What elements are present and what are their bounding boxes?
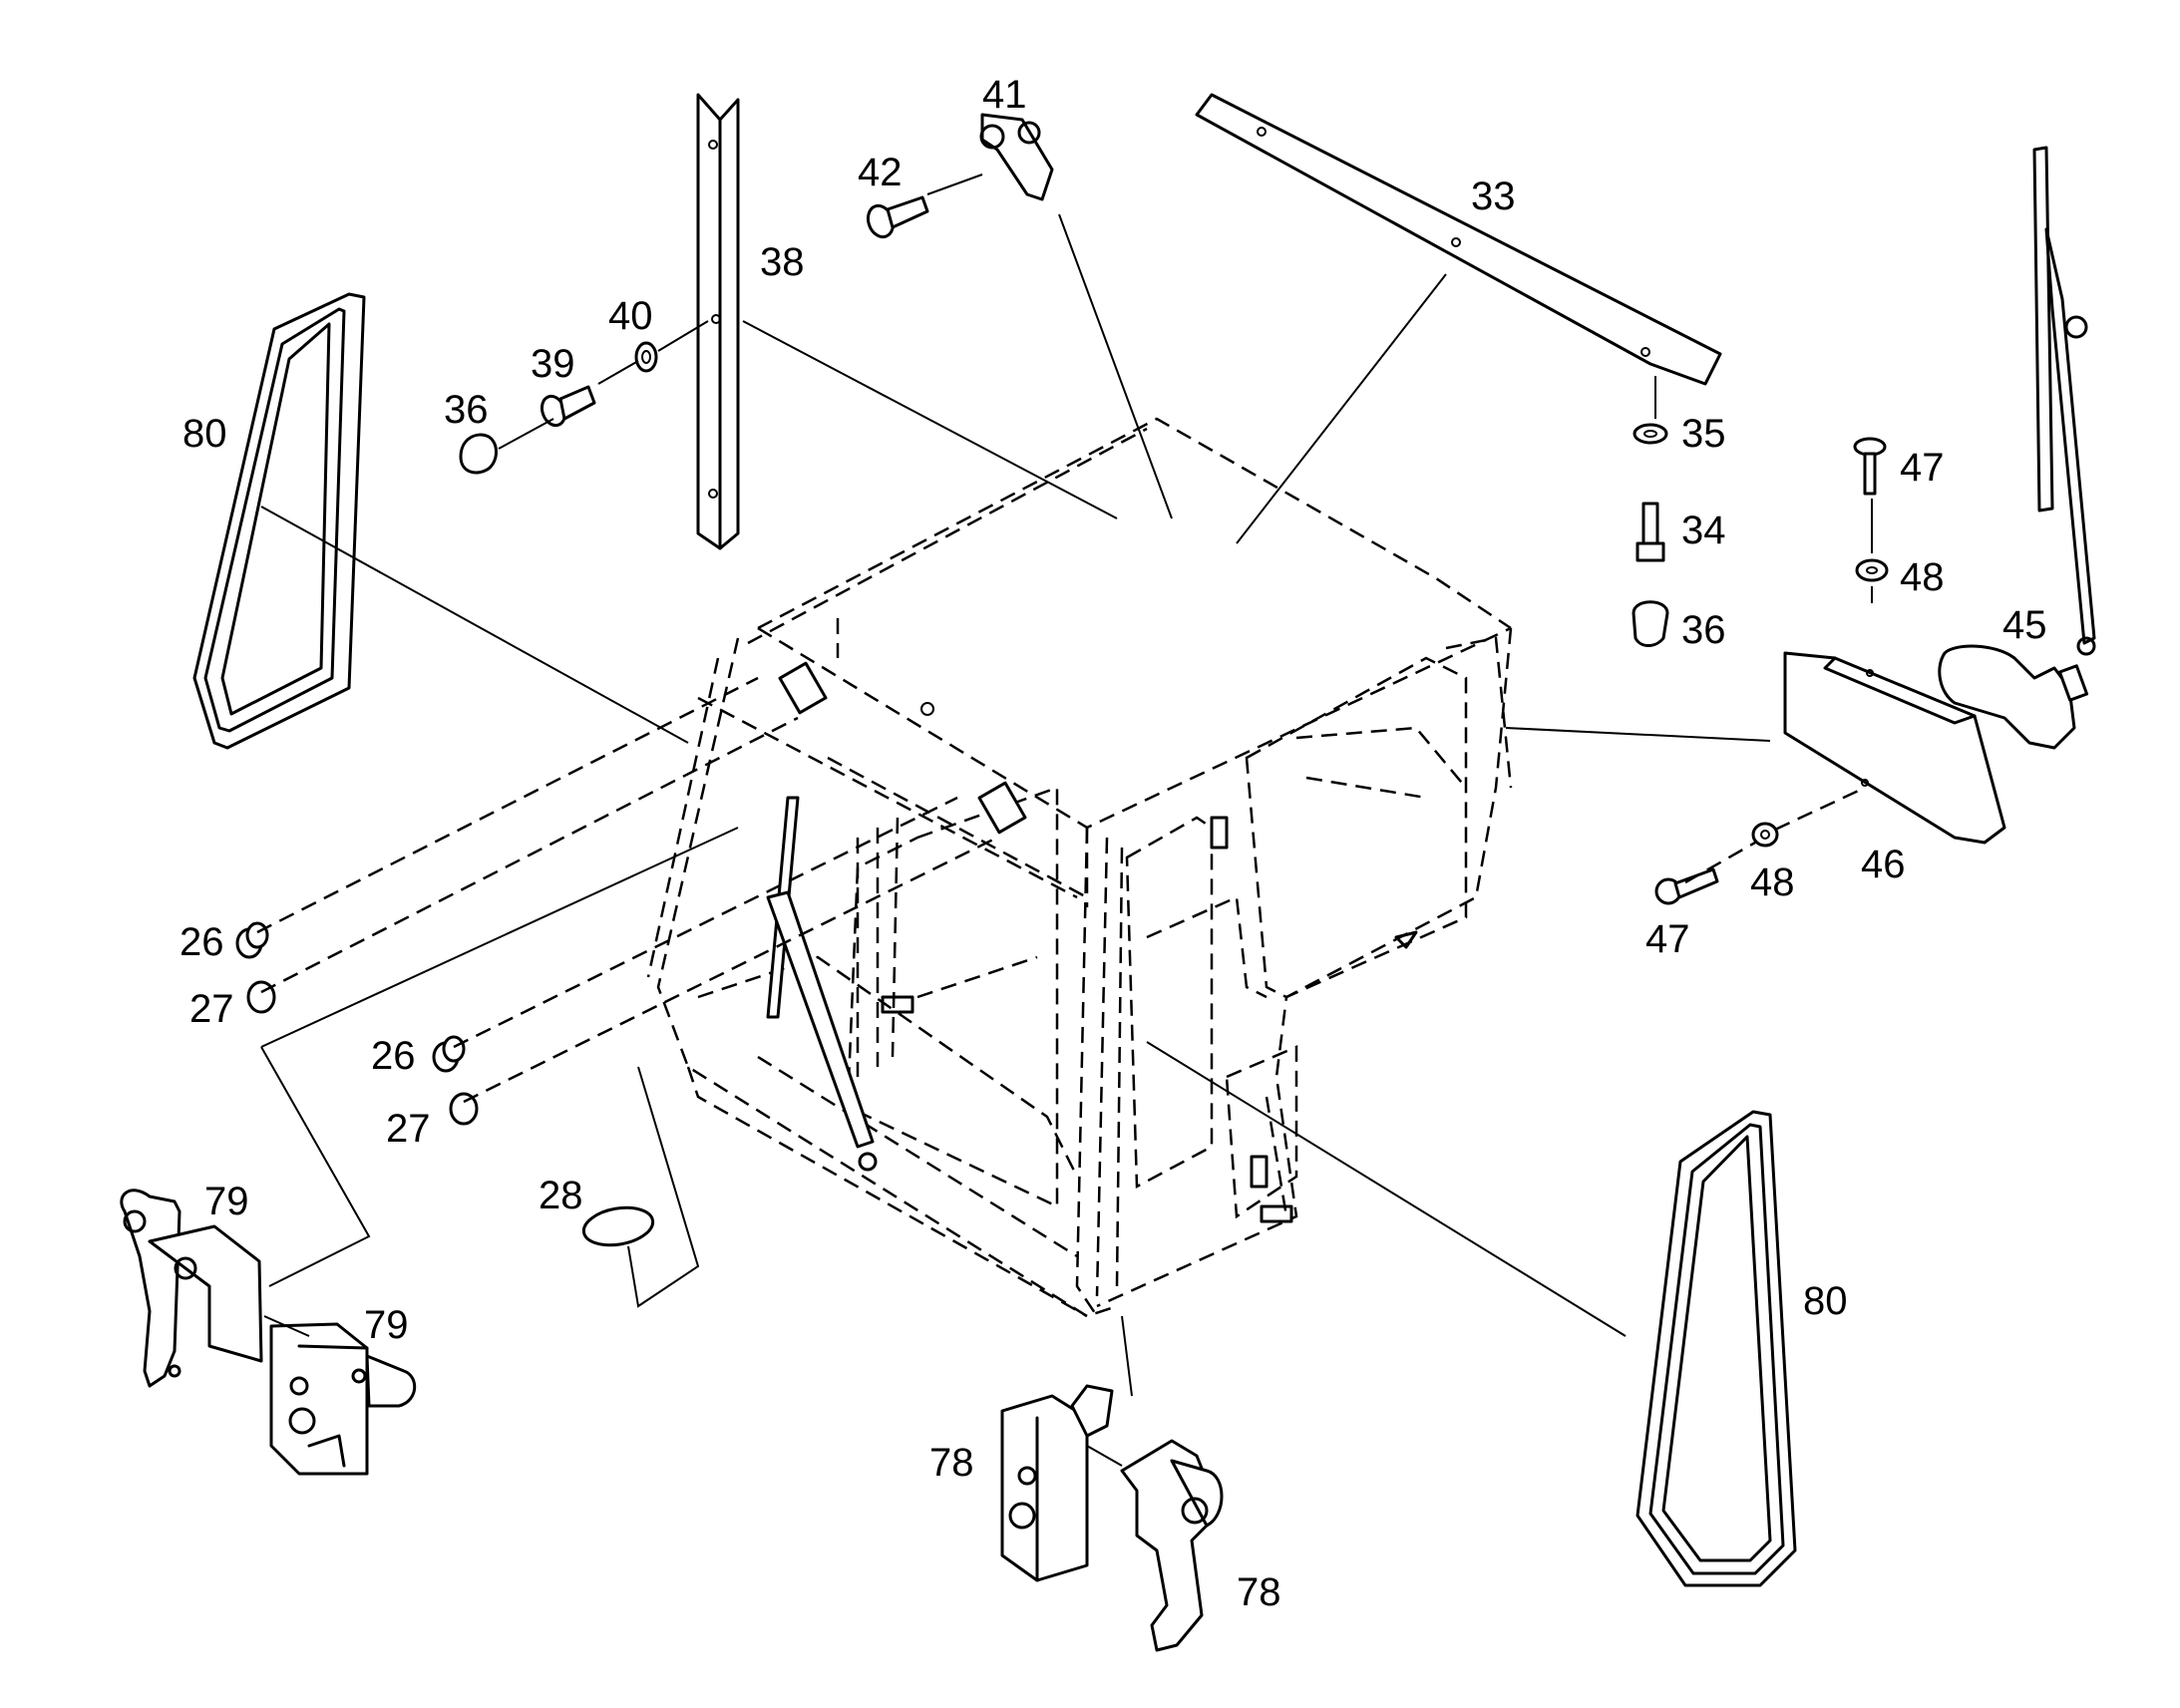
callout-45: 45 — [2002, 603, 2047, 647]
bolt-39 — [540, 385, 596, 428]
screw-47-bottom — [1654, 867, 1719, 905]
callout-79-upper: 79 — [204, 1180, 249, 1223]
callout-78-upper: 78 — [929, 1441, 974, 1485]
handle-bracket — [979, 113, 1054, 201]
front-wiper-assembly — [766, 796, 878, 1172]
door-handle-78 — [1120, 1439, 1224, 1652]
callout-80-left: 80 — [182, 412, 227, 456]
callouts: 41 42 33 38 40 39 36 80 35 47 34 48 36 4… — [180, 73, 2047, 1614]
door-latch-79 — [269, 1322, 417, 1476]
callout-47-bottom: 47 — [1645, 917, 1690, 961]
callout-27-lower: 27 — [386, 1107, 431, 1151]
window-seal-right — [1635, 1110, 1797, 1587]
callout-40: 40 — [608, 294, 653, 338]
cap-36-right — [1632, 600, 1669, 647]
washer-48-bottom — [1751, 822, 1779, 848]
callout-47-top: 47 — [1900, 446, 1945, 490]
cap-27-lower — [449, 1092, 479, 1126]
screw-42 — [866, 195, 929, 239]
callout-26-upper: 26 — [180, 920, 224, 964]
callout-42: 42 — [858, 151, 903, 194]
screw-47-top — [1853, 437, 1887, 496]
rear-wiper-blade — [2032, 146, 2096, 656]
callout-34: 34 — [1681, 509, 1726, 552]
cab-body — [646, 417, 1513, 1318]
callout-39: 39 — [531, 342, 575, 386]
callout-36-left: 36 — [444, 388, 489, 432]
leader-lines — [256, 173, 1873, 1467]
roof-trim-strip — [1195, 93, 1722, 386]
grommet-28 — [581, 1205, 655, 1247]
bolt-34 — [1635, 502, 1665, 562]
callout-79-lower: 79 — [364, 1303, 409, 1347]
callout-28: 28 — [539, 1174, 583, 1217]
door-latch-78 — [1000, 1384, 1114, 1582]
rear-wiper-motor — [1938, 644, 2089, 750]
plug-26-lower — [432, 1035, 466, 1073]
cap-36-left — [459, 433, 498, 475]
callout-41: 41 — [982, 73, 1027, 117]
callout-48-top: 48 — [1900, 555, 1945, 599]
washer-48-top — [1855, 558, 1889, 582]
wiper-motor-cover — [1783, 651, 2006, 845]
callout-48-bottom: 48 — [1750, 860, 1795, 904]
callout-33: 33 — [1471, 174, 1516, 218]
callout-80-right: 80 — [1803, 1279, 1848, 1323]
callout-26-lower: 26 — [371, 1034, 416, 1078]
callout-38: 38 — [760, 240, 805, 284]
trim-channel — [696, 93, 740, 550]
callout-36-right: 36 — [1681, 608, 1726, 652]
callout-27-upper: 27 — [189, 987, 234, 1031]
washer-40 — [634, 341, 658, 373]
window-seal-left — [192, 292, 366, 750]
washer-35 — [1633, 423, 1668, 445]
callout-35: 35 — [1681, 412, 1726, 456]
callout-46: 46 — [1861, 843, 1906, 886]
callout-78-lower: 78 — [1237, 1570, 1281, 1614]
door-handle-79 — [120, 1189, 263, 1388]
